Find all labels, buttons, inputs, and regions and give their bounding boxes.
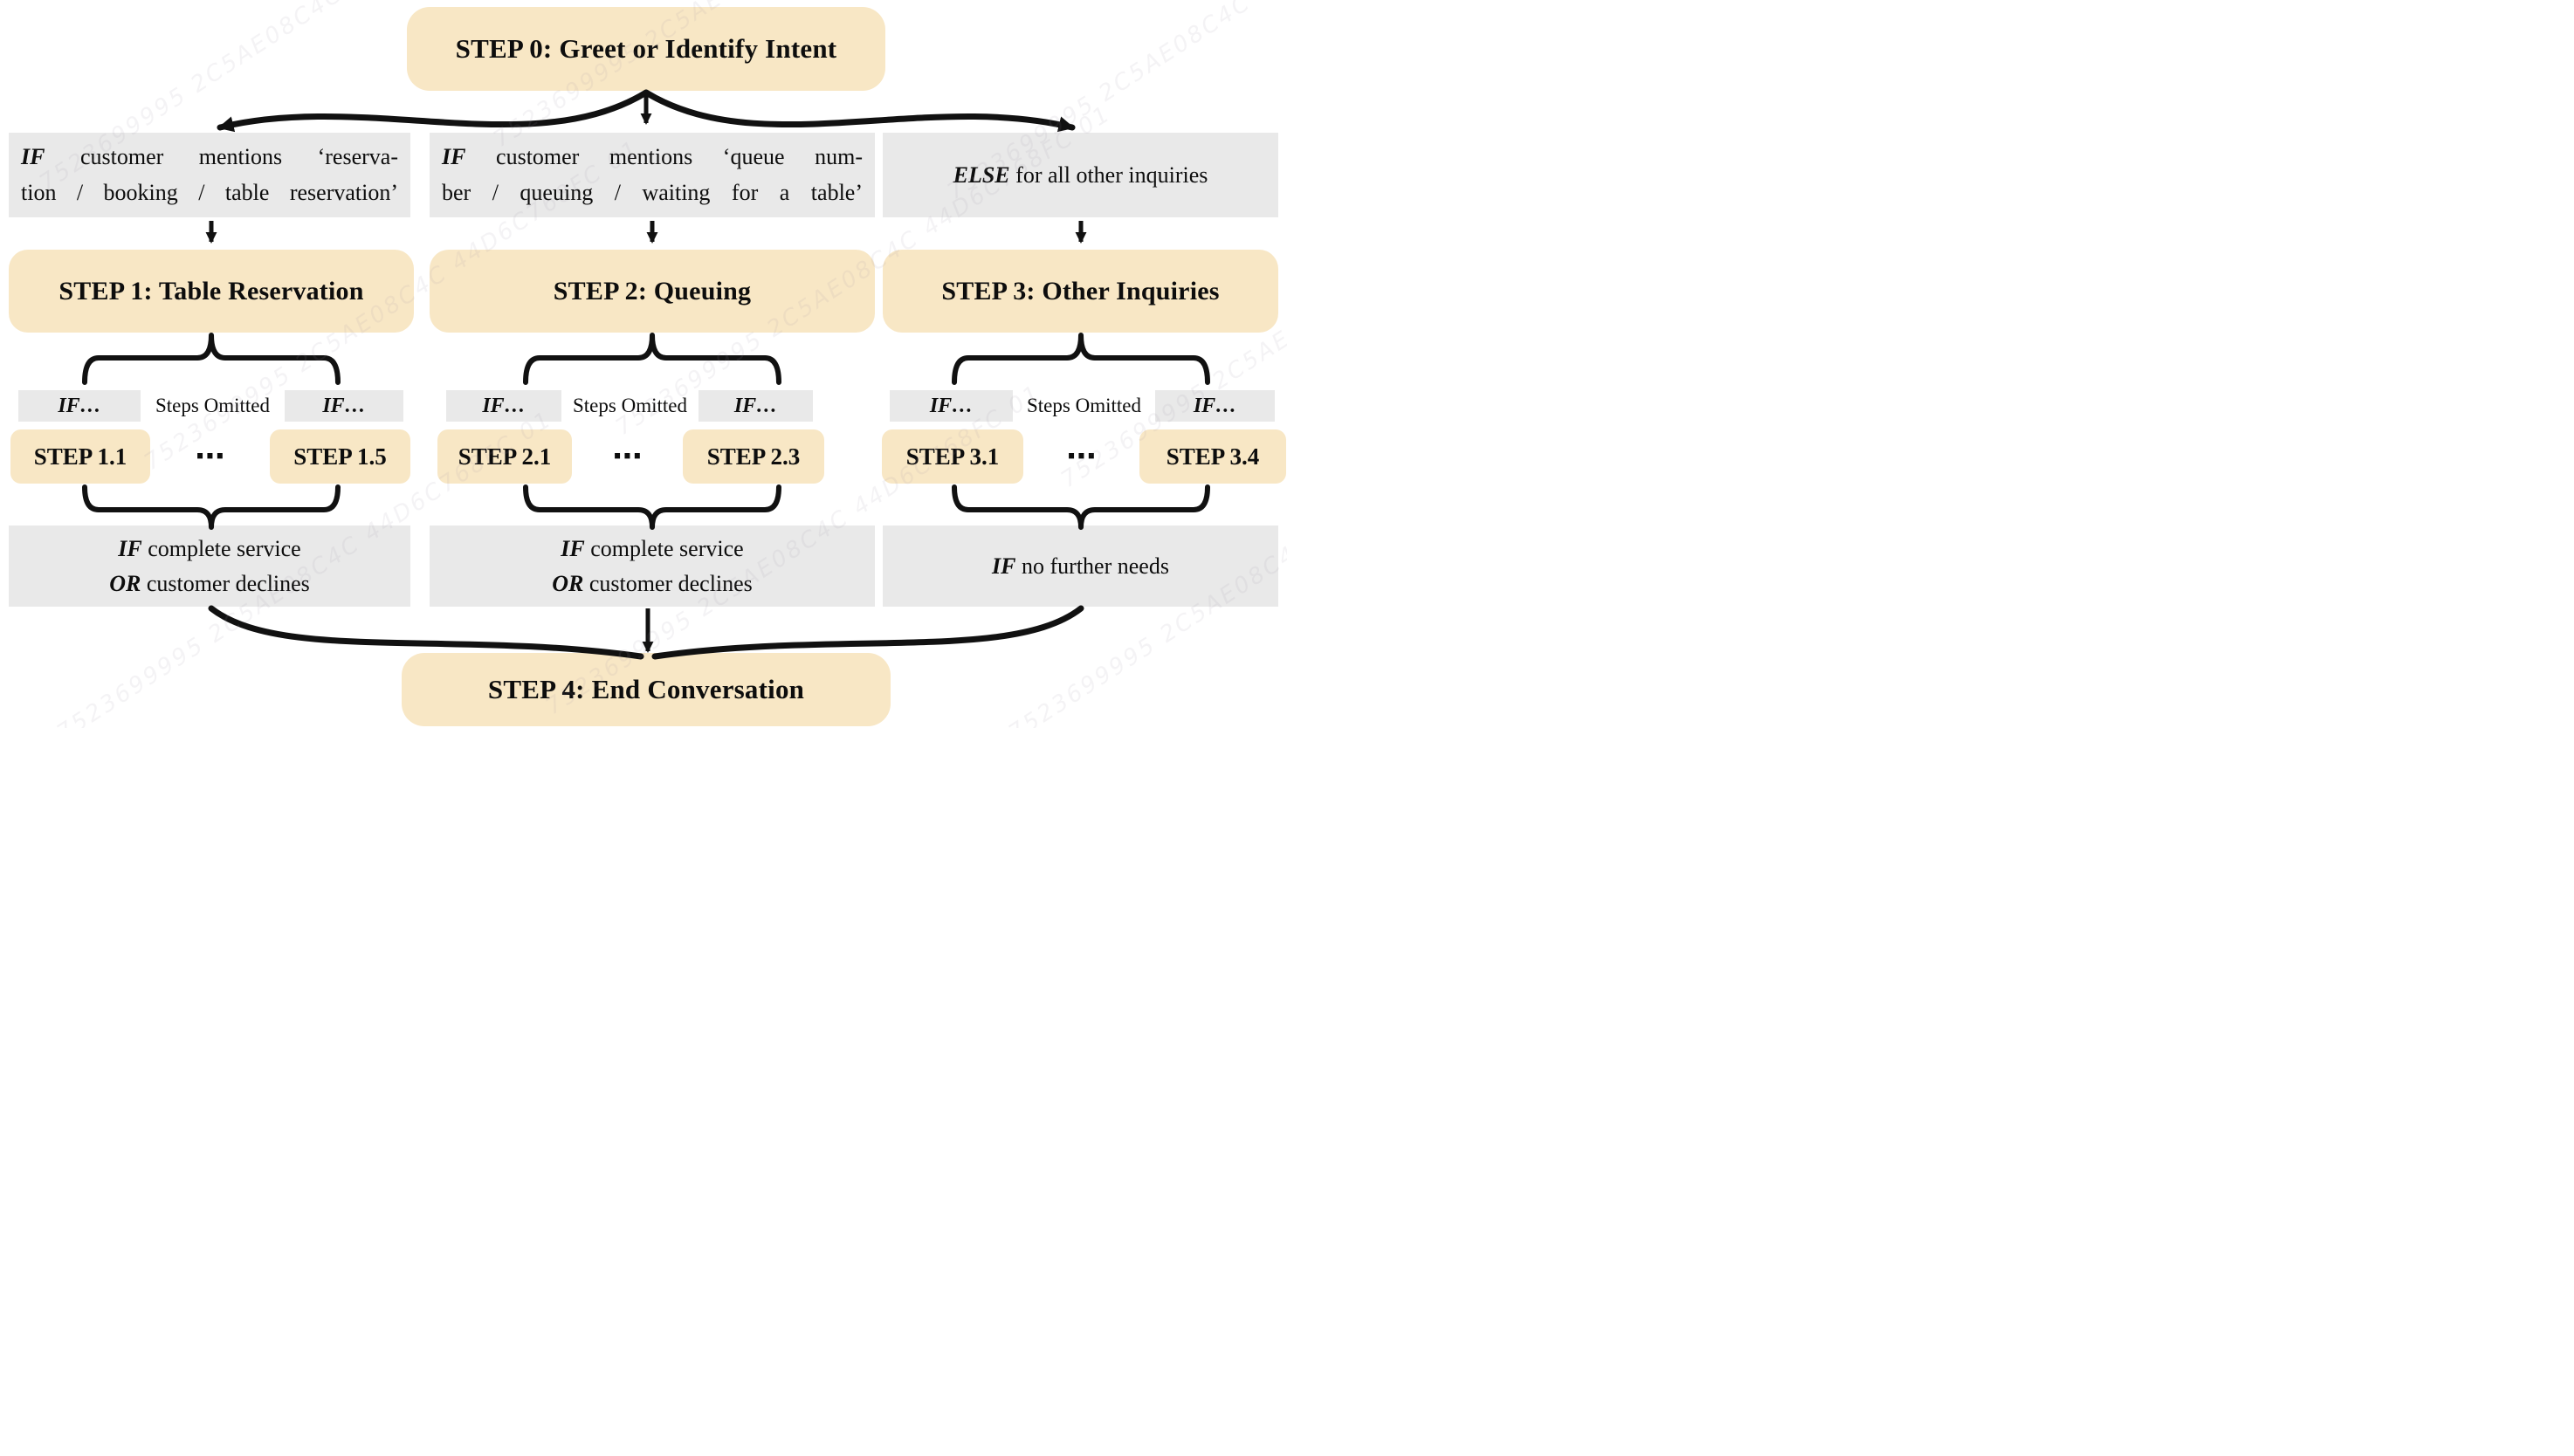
exit-text: no further needs: [1015, 553, 1169, 579]
steps-omitted-step2: Steps Omitted: [561, 390, 699, 422]
brace-step1-expand: [82, 333, 341, 385]
node-step3-1-label: STEP 3.1: [905, 443, 1000, 470]
exit-line1: IF complete service: [561, 532, 743, 567]
node-step1-1: STEP 1.1: [10, 429, 150, 484]
node-step1: STEP 1: Table Reservation: [9, 250, 414, 333]
condition-queuing-line2: ber / queuing / waiting for a table’: [442, 175, 863, 210]
condition-text: customer mentions ‘queue num-: [465, 144, 863, 169]
exit-condition-step1: IF complete service OR customer declines: [9, 525, 410, 607]
condition-text: tion / booking / table reservation’: [21, 180, 398, 205]
node-step2-1: STEP 2.1: [437, 429, 572, 484]
ellipsis-step2: ⋯: [572, 429, 683, 484]
flowchart: STEP 0: Greet or Identify Intent IF cust…: [0, 0, 1287, 728]
condition-else: ELSE for all other inquiries: [883, 133, 1278, 217]
node-step3-1: STEP 3.1: [882, 429, 1023, 484]
condition-text: for all other inquiries: [1009, 161, 1208, 188]
if-keyword: IF: [118, 535, 142, 561]
exit-text: customer declines: [141, 570, 310, 596]
ellipsis-glyph: ⋯: [1066, 439, 1097, 474]
exit-text: complete service: [141, 535, 301, 561]
condition-reservation-line2: tion / booking / table reservation’: [21, 175, 398, 210]
exit-line1: IF complete service: [118, 532, 300, 567]
brace-step3-expand: [952, 333, 1210, 385]
ellipsis-step1: ⋯: [150, 429, 270, 484]
exit-line1: IF no further needs: [992, 553, 1169, 580]
curve-right-to-end: [651, 605, 1084, 660]
node-step0: STEP 0: Greet or Identify Intent: [407, 7, 885, 91]
condition-queuing: IF customer mentions ‘queue num- ber / q…: [430, 133, 875, 217]
brace-step2-collapse: [523, 484, 781, 530]
steps-omitted-step3: Steps Omitted: [1013, 390, 1155, 422]
else-keyword: ELSE: [953, 161, 1010, 188]
node-step2-3: STEP 2.3: [683, 429, 824, 484]
ellipsis-step3: ⋯: [1023, 429, 1139, 484]
exit-line2: OR customer declines: [109, 567, 310, 601]
if-chip-label: IF…: [322, 394, 366, 417]
if-chip-step3-last: IF…: [1155, 390, 1275, 422]
node-step3: STEP 3: Other Inquiries: [883, 250, 1278, 333]
or-keyword: OR: [109, 570, 141, 596]
connector-layer: [82, 89, 1210, 660]
node-step4: STEP 4: End Conversation: [402, 653, 891, 726]
node-step4-label: STEP 4: End Conversation: [487, 674, 805, 704]
if-keyword: IF: [442, 144, 466, 169]
condition-queuing-line1: IF customer mentions ‘queue num-: [442, 139, 863, 175]
if-chip-label: IF…: [58, 394, 101, 417]
node-step2-3-label: STEP 2.3: [706, 443, 801, 470]
condition-text: ber / queuing / waiting for a table’: [442, 180, 863, 205]
steps-omitted-label: Steps Omitted: [155, 395, 270, 416]
node-step1-label: STEP 1: Table Reservation: [58, 276, 364, 306]
if-chip-step1-last: IF…: [285, 390, 403, 422]
exit-condition-step2: IF complete service OR customer declines: [430, 525, 875, 607]
steps-omitted-step1: Steps Omitted: [141, 390, 285, 422]
node-step3-label: STEP 3: Other Inquiries: [941, 276, 1220, 306]
node-step2: STEP 2: Queuing: [430, 250, 875, 333]
node-step0-label: STEP 0: Greet or Identify Intent: [455, 33, 837, 64]
brace-step2-expand: [523, 333, 781, 385]
arrow-root-to-right-condition: [643, 89, 1076, 133]
node-step3-4-label: STEP 3.4: [1166, 443, 1260, 470]
if-chip-label: IF…: [482, 394, 526, 417]
steps-omitted-label: Steps Omitted: [1027, 395, 1141, 416]
condition-else-line: ELSE for all other inquiries: [953, 162, 1208, 189]
condition-text: customer mentions ‘reserva-: [45, 144, 398, 169]
node-step3-4: STEP 3.4: [1139, 429, 1286, 484]
node-step1-5: STEP 1.5: [270, 429, 410, 484]
if-chip-label: IF…: [733, 394, 778, 417]
if-keyword: IF: [21, 144, 45, 169]
node-step1-1-label: STEP 1.1: [33, 443, 127, 470]
exit-line2: OR customer declines: [552, 567, 753, 601]
ellipsis-glyph: ⋯: [612, 439, 643, 474]
condition-reservation-line1: IF customer mentions ‘reserva-: [21, 139, 398, 175]
if-chip-label: IF…: [1193, 394, 1237, 417]
node-step2-label: STEP 2: Queuing: [553, 276, 752, 306]
steps-omitted-label: Steps Omitted: [573, 395, 687, 416]
exit-text: customer declines: [583, 570, 753, 596]
if-keyword: IF: [992, 553, 1016, 579]
exit-condition-step3: IF no further needs: [883, 525, 1278, 607]
if-chip-step2-last: IF…: [699, 390, 813, 422]
condition-reservation: IF customer mentions ‘reserva- tion / bo…: [9, 133, 410, 217]
node-step1-5-label: STEP 1.5: [293, 443, 387, 470]
if-chip-label: IF…: [929, 394, 974, 417]
curve-left-to-end: [208, 605, 644, 660]
or-keyword: OR: [552, 570, 584, 596]
brace-step1-collapse: [82, 484, 341, 530]
if-keyword: IF: [561, 535, 585, 561]
exit-text: complete service: [584, 535, 744, 561]
arrow-root-to-left-condition: [217, 89, 650, 133]
if-chip-step2-first: IF…: [446, 390, 561, 422]
if-chip-step1-first: IF…: [18, 390, 141, 422]
node-step2-1-label: STEP 2.1: [458, 443, 552, 470]
brace-step3-collapse: [952, 484, 1210, 530]
if-chip-step3-first: IF…: [890, 390, 1013, 422]
ellipsis-glyph: ⋯: [195, 439, 225, 474]
